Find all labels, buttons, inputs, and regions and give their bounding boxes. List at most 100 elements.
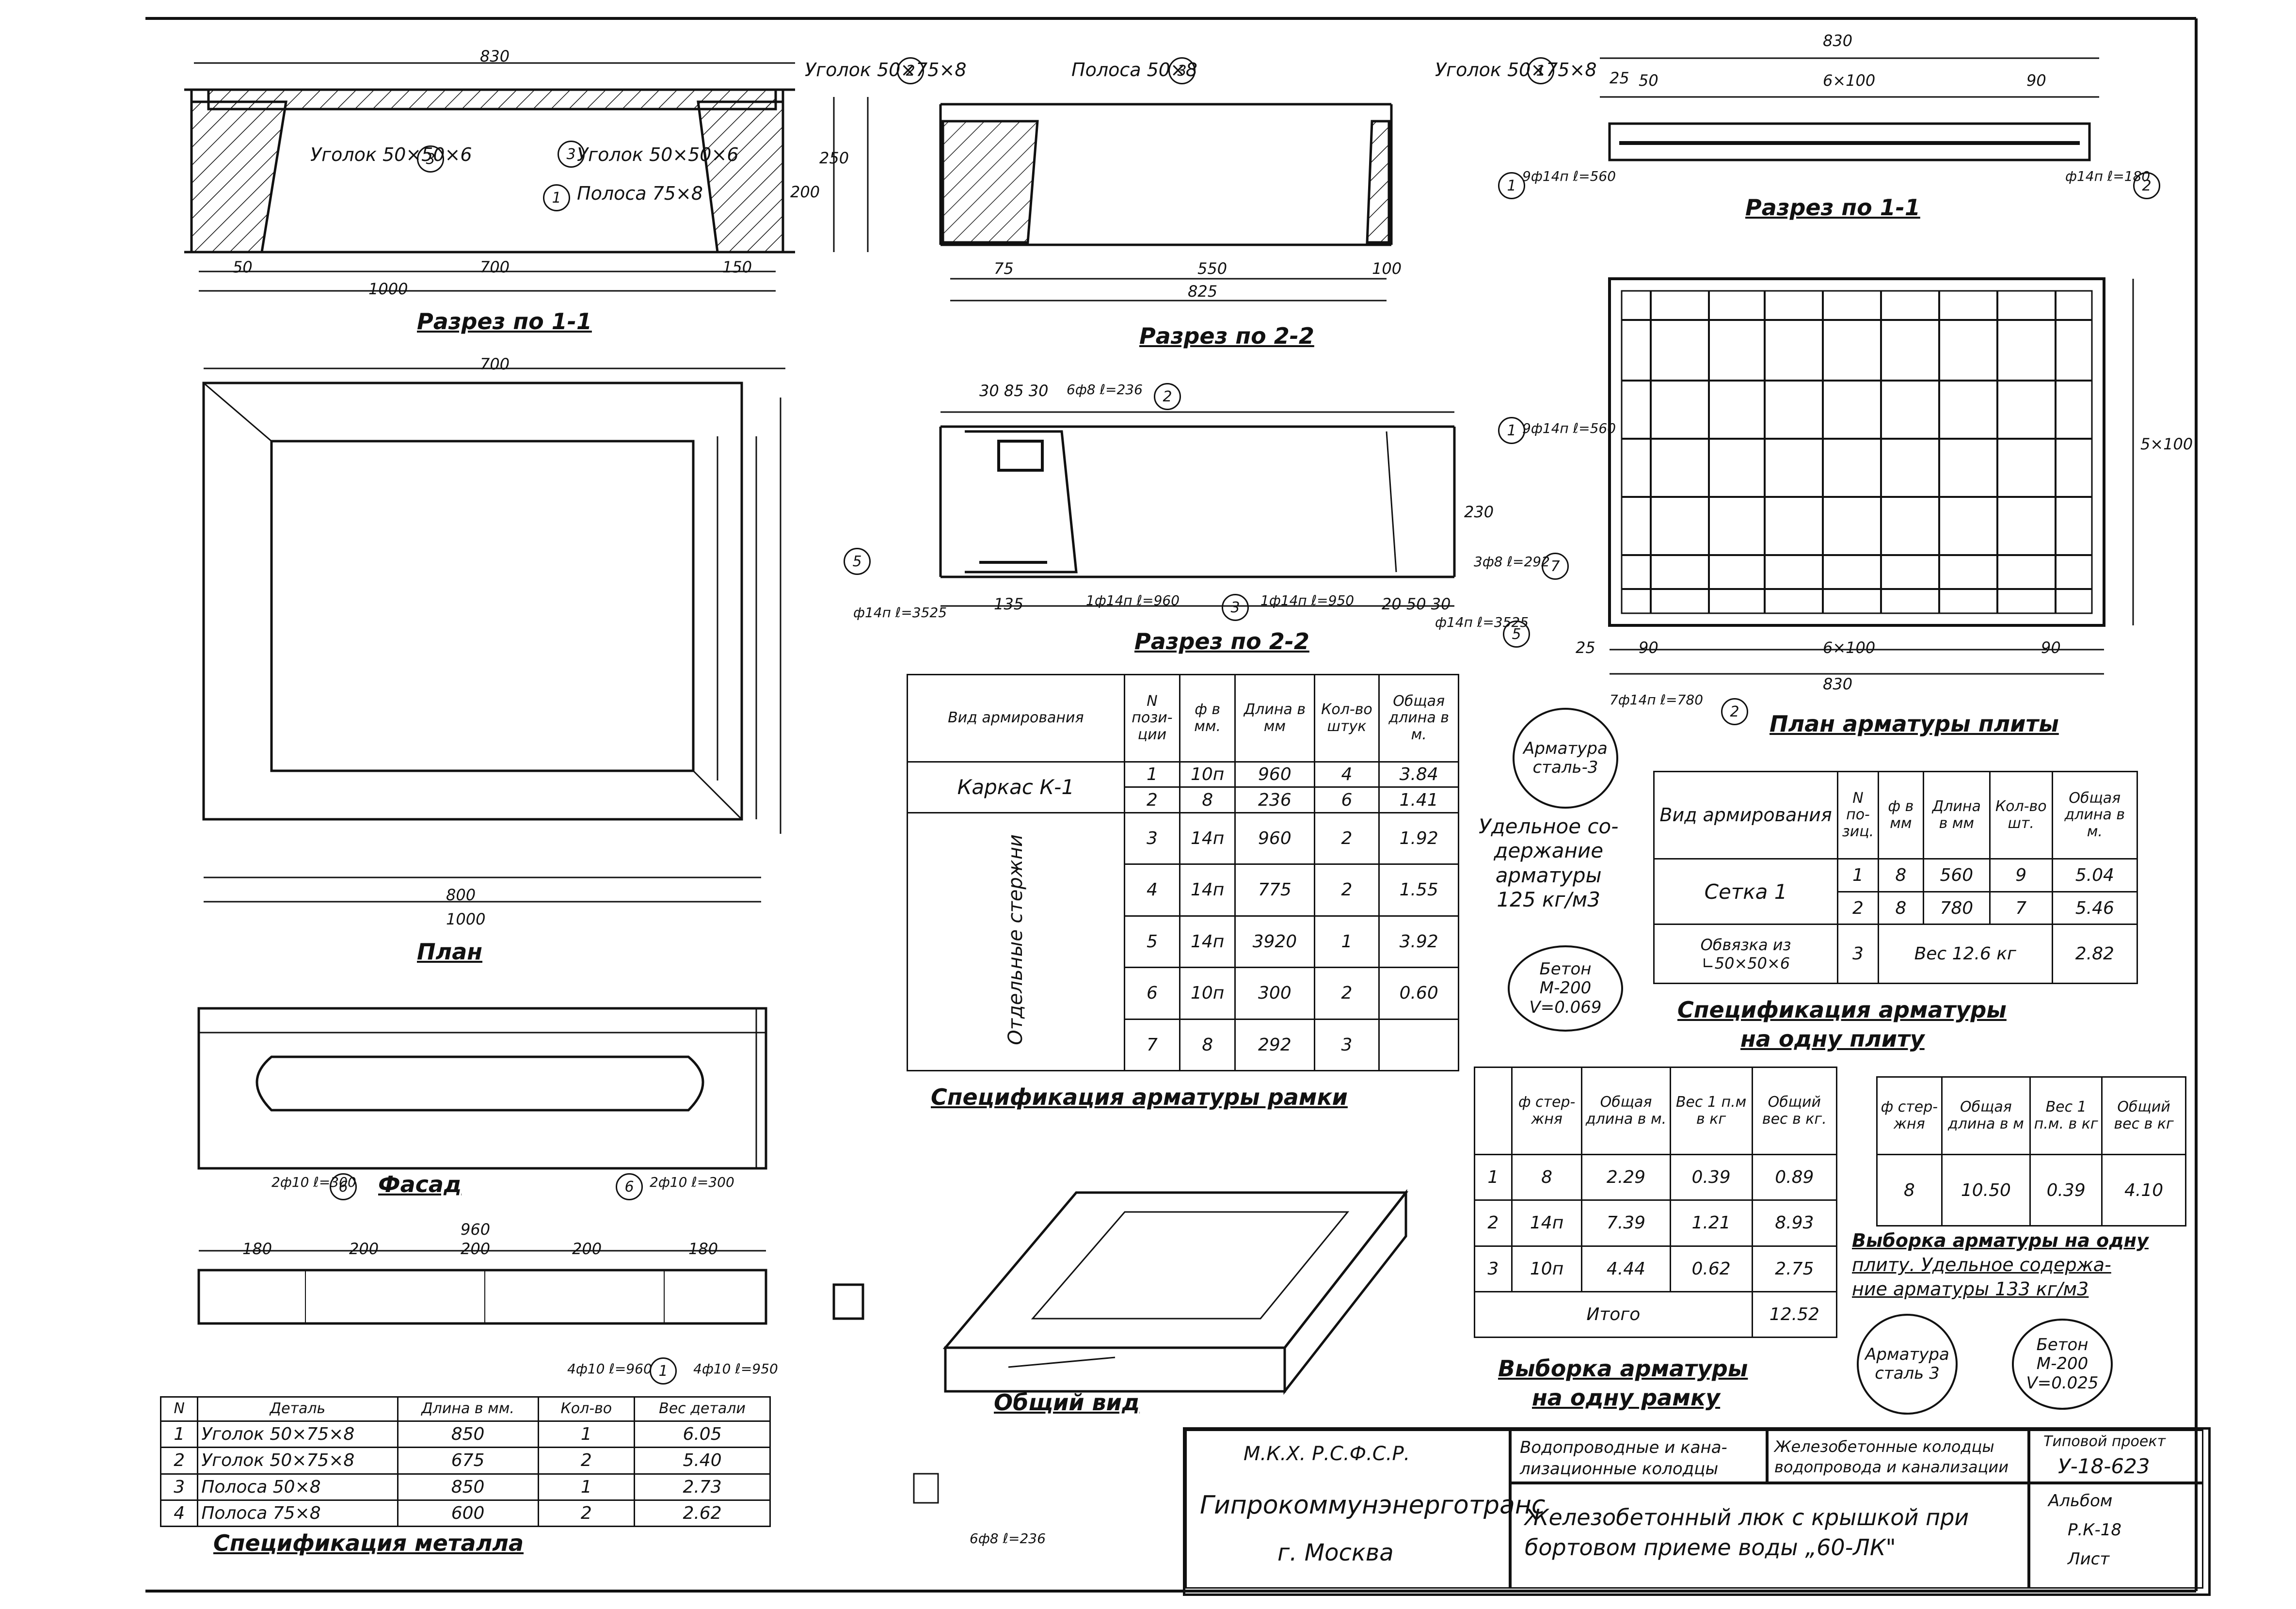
title-frame-selection-1: Выборка арматуры [1498,1355,1748,1382]
stamp-album-cell [2029,1483,2203,1589]
plate-spec-r0c0: 1 [1837,858,1879,892]
dim-180-a: 180 [242,1240,272,1258]
frame-spec-group2-text: Отдельные стержни [1004,834,1027,1045]
frame-sel-r0c0: 1 [1474,1153,1513,1201]
dim-100-b: 100 [1372,259,1402,278]
metal-r1c1: Уголок 50×75×8 [197,1447,399,1475]
plate-spec-binding-total: 2.82 [2051,924,2138,984]
plate-spec-h5: Общая длина в м. [2051,771,2138,860]
bubble-1-left: 1 [543,184,570,211]
bubble-3-right: 3 [558,141,585,168]
frame-spec-r0c3: 4 [1313,761,1380,788]
frame-spec-group1: Каркас К-1 [907,761,1125,813]
stamp-project-cell [1510,1430,1767,1483]
note-steel3-b: Арматура сталь 3 [1857,1314,1958,1415]
plate-selection-table: ф стер-жня Общая длина в м Вес 1 п.м. в … [1876,1076,2186,1227]
section-2-2-top [939,103,1393,302]
stamp-drawing: Железобетонный люк с крышкой при бортово… [1525,1504,1969,1561]
metal-r3c3: 2 [537,1499,636,1528]
metal-h2: Длина в мм. [397,1396,539,1422]
stamp-subject-cell [1767,1430,2029,1483]
frame-sel-r2c4: 2.75 [1751,1245,1838,1292]
title-plate-selection-2: плиту. Удельное содержа- [1852,1254,2111,1275]
dim-90-d: 90 [2041,638,2061,657]
frame-spec-r0c1: 10п [1179,761,1236,788]
frame-spec-h4: Кол-во штук [1313,674,1380,763]
title-section-2-2-mid: Разрез по 2-2 [1134,628,1309,654]
metal-r2c2: 850 [397,1473,539,1501]
frame-spec-r3c2: 775 [1234,863,1315,917]
callout-9f14-top: 9ф14п ℓ=560 [1522,168,1616,184]
plate-spec-r1c3: 7 [1989,891,2053,925]
frame-spec-h1: N пози-ции [1123,674,1181,763]
frame-sel-r1c2: 7.39 [1581,1199,1671,1247]
plate-sel-h2: Вес 1 п.м. в кг [2029,1076,2103,1155]
frame-sel-r1c4: 8.93 [1751,1199,1838,1247]
callout-angle-top: Уголок 50×75×8 [805,59,967,80]
frame-sel-r0c1: 8 [1511,1153,1583,1201]
title-general-view: Общий вид [994,1389,1140,1416]
section-2-2-mid [939,411,1456,607]
metal-r2c4: 2.73 [634,1473,771,1501]
plate-sel-c3: 4.10 [2101,1154,2186,1227]
dim-230: 230 [1464,503,1494,521]
metal-r3c2: 600 [397,1499,539,1528]
metal-h4: Вес детали [634,1396,771,1422]
frame-sel-h1: ф стер-жня [1511,1067,1583,1155]
facade-view [197,1007,767,1170]
bubble-2-r: 2 [2133,172,2160,199]
metal-r2c3: 1 [537,1473,636,1501]
bubble-1-frame: 1 [650,1357,677,1385]
stamp-sheet-code: У-18-623 [2058,1454,2150,1478]
metal-spec-table: N Деталь Длина в мм. Кол-во Вес детали 1… [159,1396,771,1528]
dim-75-b: 75 [994,259,1014,278]
metal-h0: N [159,1396,199,1422]
frame-spec-h3: Длина в мм [1234,674,1315,763]
callout-3f8: 3ф8 ℓ=292 [1474,554,1550,570]
dim-6x100-a: 6×100 [1823,71,1876,90]
dim-135: 135 [994,595,1024,613]
dim-830-b: 830 [1823,32,1853,50]
dim-550: 550 [1197,259,1228,278]
title-section-2-2-top: Разрез по 2-2 [1139,323,1314,349]
frame-selection-table: ф стер-жня Общая длина в м. Вес 1 п.м в … [1474,1067,1838,1338]
plate-sel-c2: 0.39 [2029,1154,2103,1227]
stamp-drawing-cell [1510,1483,2029,1589]
plate-spec-h2: ф в мм [1877,771,1924,860]
dim-825: 825 [1188,282,1218,301]
plate-spec-r1c4: 5.46 [2051,891,2138,925]
frame-spec-r0c4: 3.84 [1378,761,1459,788]
frame-sel-r0c3: 0.39 [1669,1153,1753,1201]
frame-sel-r1c0: 2 [1474,1199,1513,1247]
title-plate-rebar-plan: План арматуры плиты [1770,711,2059,737]
dim-200-v: 200 [790,183,820,201]
frame-sel-r0c4: 0.89 [1751,1153,1838,1201]
metal-r2c1: Полоса 50×8 [197,1473,399,1501]
frame-spec-r2c3: 2 [1313,812,1380,865]
callout-9f14-plan: 9ф14п ℓ=560 [1522,420,1616,436]
frame-spec-r1c3: 6 [1313,786,1380,813]
frame-spec-r0c0: 1 [1123,761,1181,788]
metal-r0c0: 1 [159,1420,199,1449]
dim-960: 960 [461,1220,491,1239]
frame-spec-r5c4: 0.60 [1378,967,1459,1020]
dim-150-a: 150 [722,258,752,276]
callout-4f10-960: 4ф10 ℓ=960 [567,1361,652,1377]
frame-sel-total-label: Итого [1474,1290,1753,1338]
plate-spec-binding-weight: Вес 12.6 кг [1877,924,2053,984]
dim-50-a: 50 [233,258,253,276]
dim-1000-a: 1000 [368,280,408,298]
stamp-org-cell [1185,1430,1510,1589]
callout-angle-2-2: Уголок 50×75×8 [1435,59,1597,80]
frame-spec-group2: Отдельные стержни [907,812,1125,1072]
plate-rebar-grid [1608,277,2134,675]
plate-sel-h3: Общий вес в кг [2101,1076,2186,1155]
frame-sel-h3: Вес 1 п.м в кг [1669,1067,1753,1155]
dim-50-b: 50 [1639,71,1658,90]
metal-r1c2: 675 [397,1447,539,1475]
bubble-2-mid: 2 [1154,383,1181,410]
dim-25-c: 25 [1576,638,1595,657]
metal-r1c4: 5.40 [634,1447,771,1475]
bubble-3-left: 3 [417,145,444,173]
